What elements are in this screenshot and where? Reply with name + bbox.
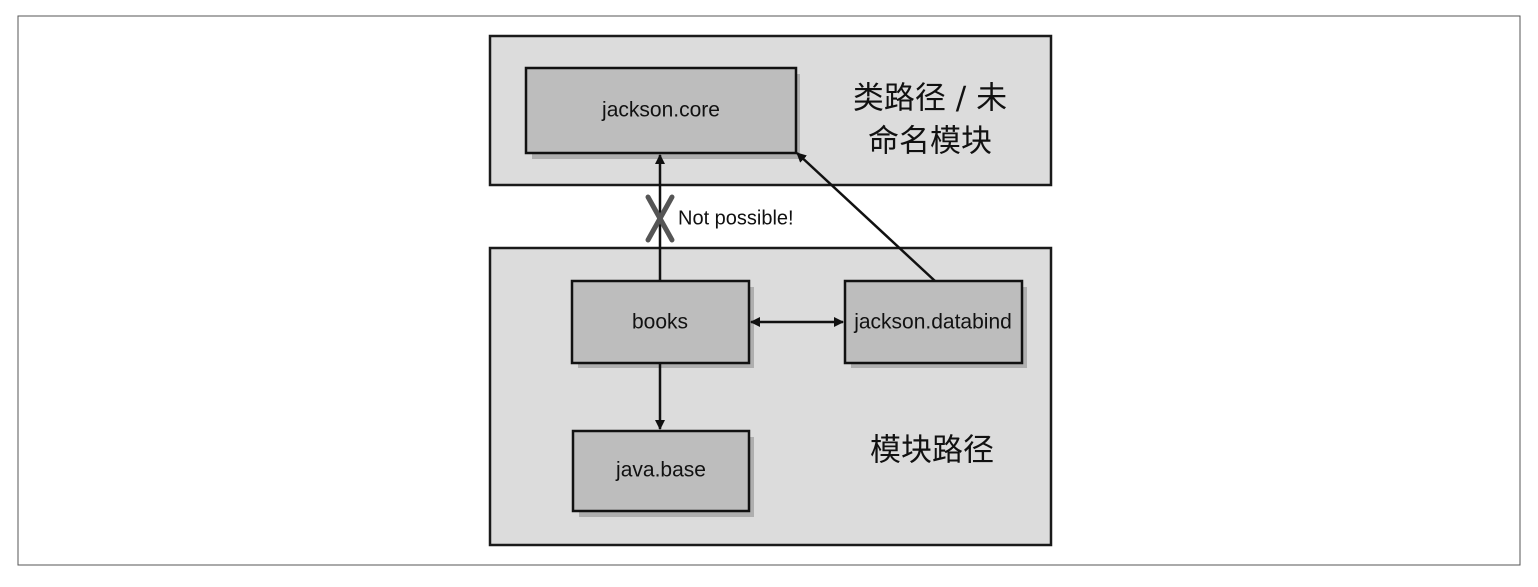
not-possible-label: Not possible! — [678, 207, 794, 229]
module-path-region-label: 模块路径 — [870, 433, 994, 469]
module-java-base: java.base — [571, 429, 754, 517]
module-books: books — [570, 279, 754, 368]
module-box-jackson-databind — [843, 279, 1024, 365]
classpath-region-label-line2: 命名模块 — [868, 124, 992, 160]
classpath-region-label-line1: 类路径 / 未 — [853, 81, 1007, 117]
module-label-java-base: java.base — [615, 459, 706, 482]
blocked-cross-icon — [645, 194, 675, 243]
edge-databind-to-jackson-core — [796, 152, 936, 282]
module-box-jackson-core — [524, 66, 798, 155]
module-label-jackson-databind: jackson.databind — [853, 311, 1012, 334]
module-box-java-base — [571, 429, 751, 513]
module-label-jackson-core: jackson.core — [601, 99, 720, 122]
module-jackson-core: jackson.core — [524, 66, 800, 159]
module-label-books: books — [632, 311, 688, 334]
module-box-books — [570, 279, 751, 365]
module-jackson-databind: jackson.databind — [843, 279, 1027, 368]
